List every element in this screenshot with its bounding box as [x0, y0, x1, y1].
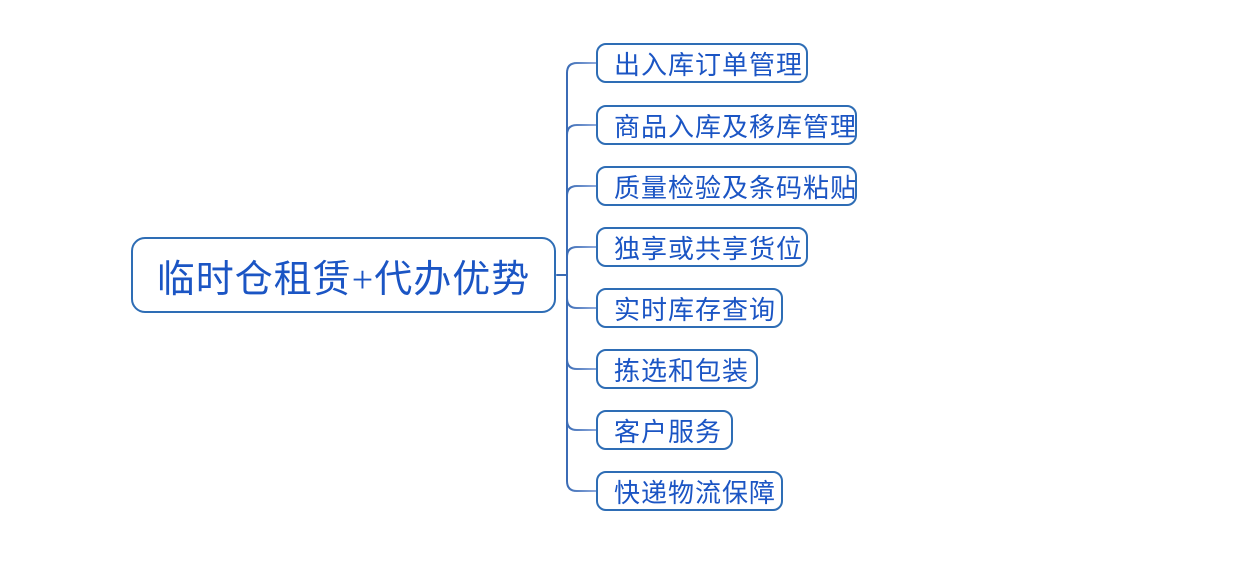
child-node-label: 快递物流保障 [614, 478, 777, 508]
branch-connector [566, 274, 597, 431]
child-node-label: 商品入库及移库管理 [614, 112, 857, 142]
child-node-label: 独享或共享货位 [614, 234, 804, 264]
branch-connector [566, 274, 597, 492]
child-node-label: 客户服务 [614, 417, 723, 447]
branch-connector [566, 124, 597, 276]
child-node-label: 拣选和包装 [614, 356, 750, 386]
root-node-label: 临时仓租赁+代办优势 [156, 258, 531, 301]
branch-connector [566, 62, 597, 276]
child-node-storage-slots[interactable]: 独享或共享货位 [596, 227, 808, 267]
child-node-order-management[interactable]: 出入库订单管理 [596, 43, 808, 83]
child-node-customer-service[interactable]: 客户服务 [596, 410, 733, 450]
root-node[interactable]: 临时仓租赁+代办优势 [131, 237, 556, 313]
child-node-label: 质量检验及条码粘贴 [614, 173, 857, 203]
child-node-label: 出入库订单管理 [614, 50, 804, 80]
child-node-picking-packing[interactable]: 拣选和包装 [596, 349, 758, 389]
branch-connector [566, 185, 597, 276]
branch-connector [566, 246, 597, 276]
child-node-label: 实时库存查询 [614, 295, 777, 325]
branch-connector [566, 274, 597, 370]
child-node-inbound-transfer[interactable]: 商品入库及移库管理 [596, 105, 857, 145]
branch-connector [566, 274, 597, 309]
child-node-inventory-query[interactable]: 实时库存查询 [596, 288, 783, 328]
child-node-logistics-guarantee[interactable]: 快递物流保障 [596, 471, 783, 511]
child-node-quality-barcode[interactable]: 质量检验及条码粘贴 [596, 166, 857, 206]
